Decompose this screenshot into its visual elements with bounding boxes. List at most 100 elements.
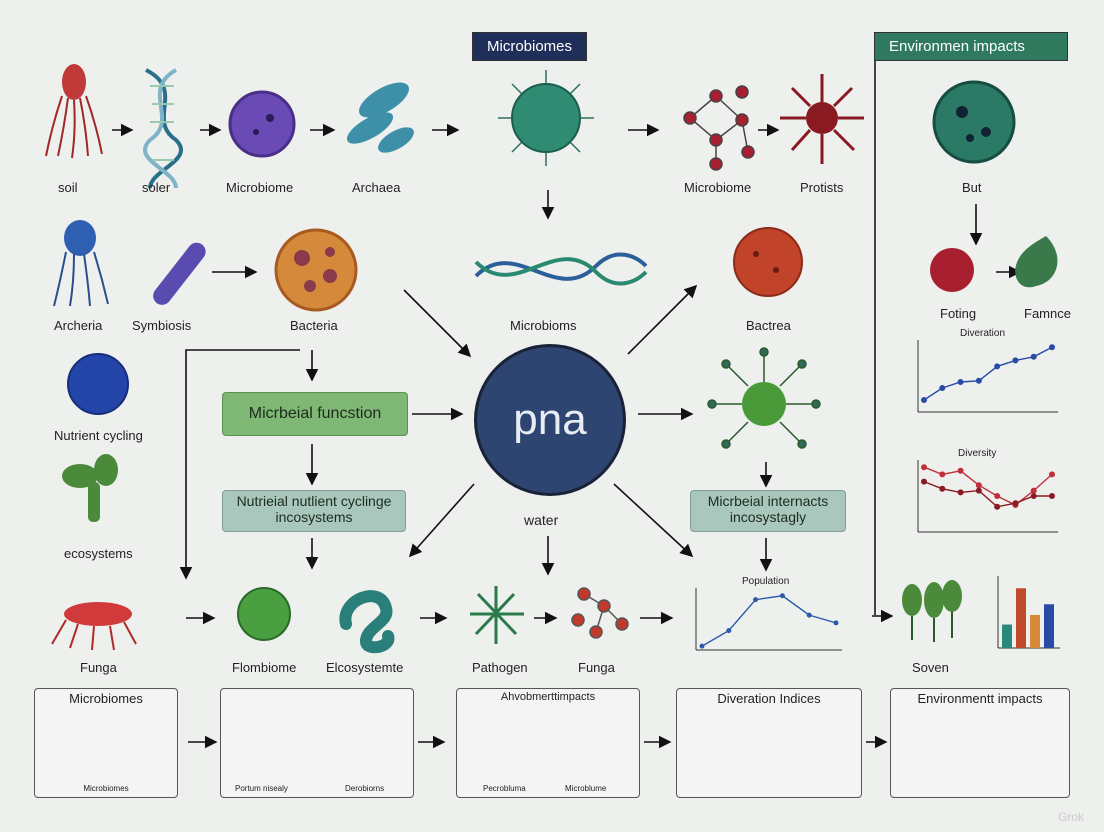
panel-title: Microbiomes <box>69 691 143 706</box>
green-spiky-microbe-icon <box>707 347 821 449</box>
header-microbiomes: Microbiomes <box>472 32 588 61</box>
bar-chart-bar <box>1044 604 1054 648</box>
panel-environment-impacts-2: Environmentt impacts <box>890 688 1070 798</box>
panel-environment-impacts: Ahvobmerttimpacts Pecrobluma Microblume <box>456 688 640 798</box>
diversity-series-2-point <box>1030 493 1037 499</box>
watermark: Grok <box>1057 810 1084 824</box>
diversity-series-1-point <box>1049 471 1055 478</box>
teal-loop-icon <box>339 590 395 654</box>
panel-label: Derobiorns <box>345 784 385 793</box>
green-fungus-icon <box>62 454 118 522</box>
label-but: But <box>962 180 982 195</box>
population-series-point <box>753 597 759 603</box>
blue-jellyfish-icon <box>53 220 109 307</box>
diveration-series-point <box>1049 344 1055 351</box>
label-microbiome: Microbiome <box>226 180 294 195</box>
diveration-series-point <box>1030 353 1037 360</box>
red-molecule-icon <box>571 587 629 639</box>
population-series-point <box>699 643 705 649</box>
microbial-function-box: Micrbeial funcstion <box>222 392 408 436</box>
label-foting: Foting <box>940 306 977 321</box>
panel-title: Ahvobmerttimpacts <box>500 691 596 703</box>
panel-title: Diveration Indices <box>717 691 821 706</box>
panel-label: Portum nisealy <box>235 784 288 793</box>
label-water: water <box>524 512 559 528</box>
diversity-series-2-point <box>1049 493 1055 499</box>
label-flombiome: Flombiome <box>232 660 297 675</box>
green-virus-icon <box>237 587 291 641</box>
diversity-series-2-point <box>921 478 927 485</box>
red-bug-icon <box>51 602 137 651</box>
green-seedling-icon <box>902 580 962 642</box>
dna-strand-icon <box>474 252 648 286</box>
panel-label: Microblume <box>565 784 607 793</box>
diversity-series-2-point <box>994 503 1001 510</box>
panel-gut: Portum nisealy Derobiorns <box>220 688 414 798</box>
protist-icon <box>780 74 864 164</box>
label-bactrea: Bactrea <box>746 318 791 333</box>
rod-bacterium-icon <box>153 242 206 305</box>
label-microbioms: Microbioms <box>510 318 577 333</box>
diveration-series-point <box>1012 357 1019 364</box>
diversity-series-2-line <box>923 480 1052 508</box>
bar-chart-bar <box>1016 588 1026 648</box>
population-series-point <box>833 620 839 626</box>
label-symbiosis: Symbiosis <box>132 318 192 333</box>
panel-microbiomes: Microbiomes Microbiomes <box>34 688 178 798</box>
panel-diveration-indices: Diveration Indices <box>676 688 862 798</box>
diversity-series-1-point <box>939 471 946 478</box>
label-funga: Funga <box>80 660 117 675</box>
diveration-series-point <box>939 385 946 391</box>
diversity-chart-title: Diversity <box>958 448 997 459</box>
diversity-series-1-point <box>975 482 982 489</box>
diveration-series-line <box>923 346 1053 401</box>
center-label: pna <box>513 395 587 444</box>
label-archaea: Archaea <box>352 180 401 195</box>
label-nutrient-cycling: Nutrient cycling <box>54 428 143 443</box>
label-protists: Protists <box>800 180 844 195</box>
label-bacteria: Bacteria <box>290 318 338 333</box>
label-archeria: Archeria <box>54 318 103 333</box>
panel-title: Environmentt impacts <box>917 691 1043 706</box>
diversity-series-1-point <box>921 464 927 471</box>
red-spiky-cell-icon <box>733 227 803 297</box>
jellyfish-icon <box>45 64 103 159</box>
label-soven: Soven <box>912 660 949 675</box>
diversity-series-1-point <box>994 493 1001 499</box>
diveration-series-point <box>994 363 1001 370</box>
diversity-series-1-line <box>923 466 1053 506</box>
population-series-point <box>779 593 785 599</box>
panel-label: Microbiomes <box>83 784 129 793</box>
diversity-series-1-point <box>957 467 964 474</box>
spiky-green-microbe-icon <box>498 70 594 166</box>
blue-spiky-cell-icon <box>67 353 129 415</box>
label-soler: soler <box>142 180 171 195</box>
diversity-series-1-point <box>1030 487 1037 494</box>
population-series-point <box>726 628 732 634</box>
center-circle: pna <box>474 344 626 496</box>
pathogen-leaf-icon <box>470 586 524 644</box>
nutrient-cycling-box: Nutrieial nutlient cyclinge incosystems <box>222 490 406 532</box>
label-soil: soil <box>58 180 78 195</box>
label-ecosystems: ecosystems <box>64 546 133 561</box>
purple-microbe-icon <box>228 90 296 158</box>
dna-helix-icon <box>143 68 183 189</box>
divider-line <box>874 56 876 616</box>
bar-chart-bar <box>1030 614 1040 648</box>
molecule-network-icon <box>683 85 755 171</box>
diversity-series-2-point <box>1012 500 1019 507</box>
bacteria-cell-icon <box>274 228 358 312</box>
diversity-series-2-point <box>975 487 982 494</box>
microbial-interacts-box: Micrbeial internacts incosystagly <box>690 490 846 532</box>
diversity-series-2-point <box>939 485 946 492</box>
diveration-series-point <box>957 379 964 385</box>
label-microbiome-2: Microbiome <box>684 180 752 195</box>
population-series-line <box>701 595 837 647</box>
diveration-chart-title: Diveration <box>960 328 1006 339</box>
population-series-point <box>806 612 812 618</box>
bar-chart-bar <box>1002 624 1012 648</box>
label-funga-2: Funga <box>578 660 615 675</box>
red-bacterium-icon <box>930 248 974 292</box>
green-leaf-icon <box>1015 236 1058 288</box>
